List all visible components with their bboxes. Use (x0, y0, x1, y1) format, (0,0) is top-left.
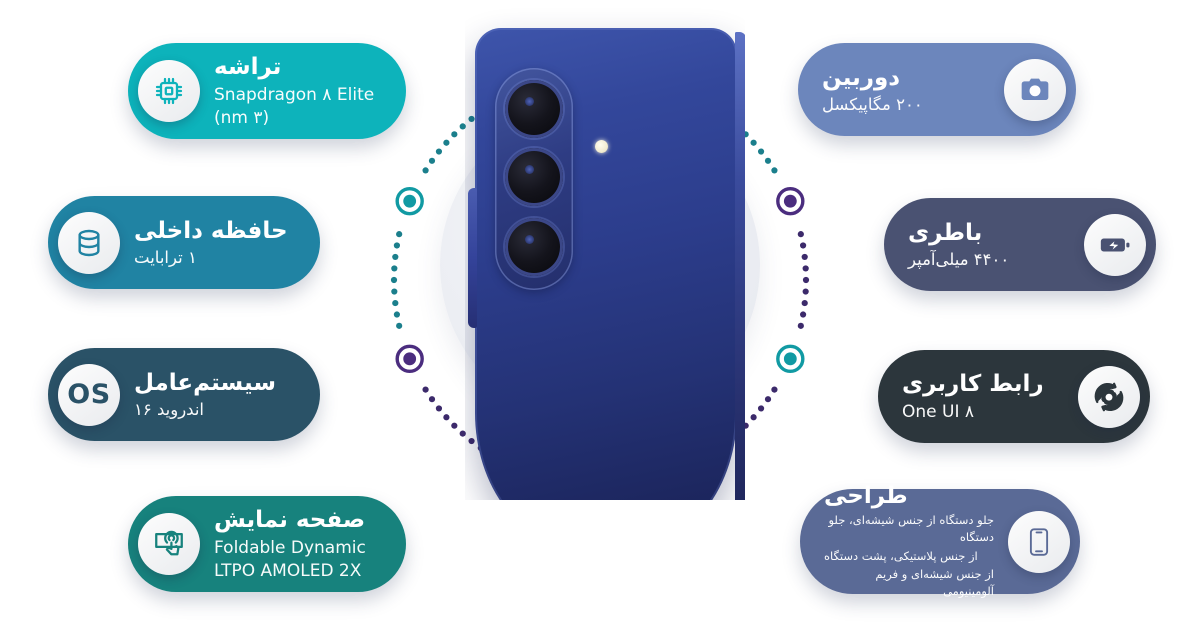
spec-card-design[interactable]: طراحی جلو دستگاه از جنس شیشه‌ای، جلو دست… (800, 483, 1080, 598)
camera-module (495, 68, 573, 290)
spec-card-chip[interactable]: تراشه Snapdragon ۸ Elite (۳ nm) (128, 43, 406, 139)
spec-title: رابط کاربری (902, 371, 1044, 398)
camera-lens (505, 218, 563, 276)
spec-card-display[interactable]: صفحه نمایش Foldable Dynamic LTPO AMOLED … (128, 496, 406, 592)
spec-card-battery[interactable]: باطری ۴۴۰۰ میلی‌آمپر (884, 198, 1156, 291)
spec-subtitle-2: (۳ nm) (214, 107, 270, 128)
phone-image (465, 0, 745, 500)
flash-led (595, 140, 608, 153)
spec-subtitle: Foldable Dynamic (214, 537, 366, 558)
cpu-chip-icon (138, 60, 200, 122)
spec-title: حافظه داخلی (134, 217, 288, 244)
spec-card-camera[interactable]: دوربین ۲۰۰ مگاپیکسل (798, 43, 1076, 136)
spec-title: سیستم‌عامل (134, 369, 276, 396)
os-icon-label: OS (67, 379, 111, 410)
camera-icon (1004, 58, 1066, 121)
spec-subtitle: ۱ ترابایت (134, 247, 197, 267)
spec-card-text: حافظه داخلی ۱ ترابایت (120, 218, 310, 268)
phone-side-button (468, 188, 477, 328)
phone-body (468, 28, 745, 500)
spec-title: تراشه (214, 54, 282, 81)
spec-subtitle: ۴۴۰۰ میلی‌آمپر (908, 249, 1010, 269)
spec-title: باطری (908, 219, 983, 246)
spec-card-os[interactable]: OS سیستم‌عامل اندروید ۱۶ (48, 348, 320, 441)
spec-card-text: سیستم‌عامل اندروید ۱۶ (120, 370, 310, 420)
smartphone-icon (1008, 510, 1070, 573)
spec-card-text: طراحی جلو دستگاه از جنس شیشه‌ای، جلو دست… (810, 483, 1008, 599)
spec-subtitle: One UI ۸ (902, 401, 975, 422)
camera-lens (505, 80, 563, 138)
spec-subtitle-2: LTPO AMOLED 2X (214, 560, 362, 581)
spec-card-text: دوربین ۲۰۰ مگاپیکسل (808, 65, 1004, 115)
spec-subtitle: Snapdragon ۸ Elite (214, 84, 375, 105)
spec-title: دوربین (822, 64, 901, 91)
spec-card-text: باطری ۴۴۰۰ میلی‌آمپر (894, 220, 1084, 270)
database-icon (58, 211, 120, 274)
spec-title: طراحی (824, 483, 908, 510)
spec-card-storage[interactable]: حافظه داخلی ۱ ترابایت (48, 196, 320, 289)
spec-card-text: صفحه نمایش Foldable Dynamic LTPO AMOLED … (200, 507, 396, 580)
spec-subtitle: ۲۰۰ مگاپیکسل (822, 94, 923, 114)
camera-lens (505, 148, 563, 206)
center-artwork (360, 0, 840, 644)
battery-charging-icon (1084, 213, 1146, 276)
spec-subtitle: جلو دستگاه از جنس شیشه‌ای، جلو دستگاه (828, 513, 994, 545)
spec-subtitle: اندروید ۱۶ (134, 399, 205, 419)
spec-card-text: رابط کاربری One UI ۸ (888, 371, 1078, 421)
spec-title: صفحه نمایش (214, 507, 366, 534)
os-text-icon: OS (58, 363, 120, 426)
touchscreen-icon (138, 513, 200, 575)
spec-card-text: تراشه Snapdragon ۸ Elite (۳ nm) (200, 54, 396, 127)
gear-refresh-icon (1078, 365, 1140, 428)
spec-card-ui[interactable]: رابط کاربری One UI ۸ (878, 350, 1150, 443)
spec-subtitle-3: از جنس شیشه‌ای و فریم آلومینیومی (875, 567, 994, 599)
spec-subtitle-2: از جنس پلاستیکی، پشت دستگاه (824, 548, 978, 563)
